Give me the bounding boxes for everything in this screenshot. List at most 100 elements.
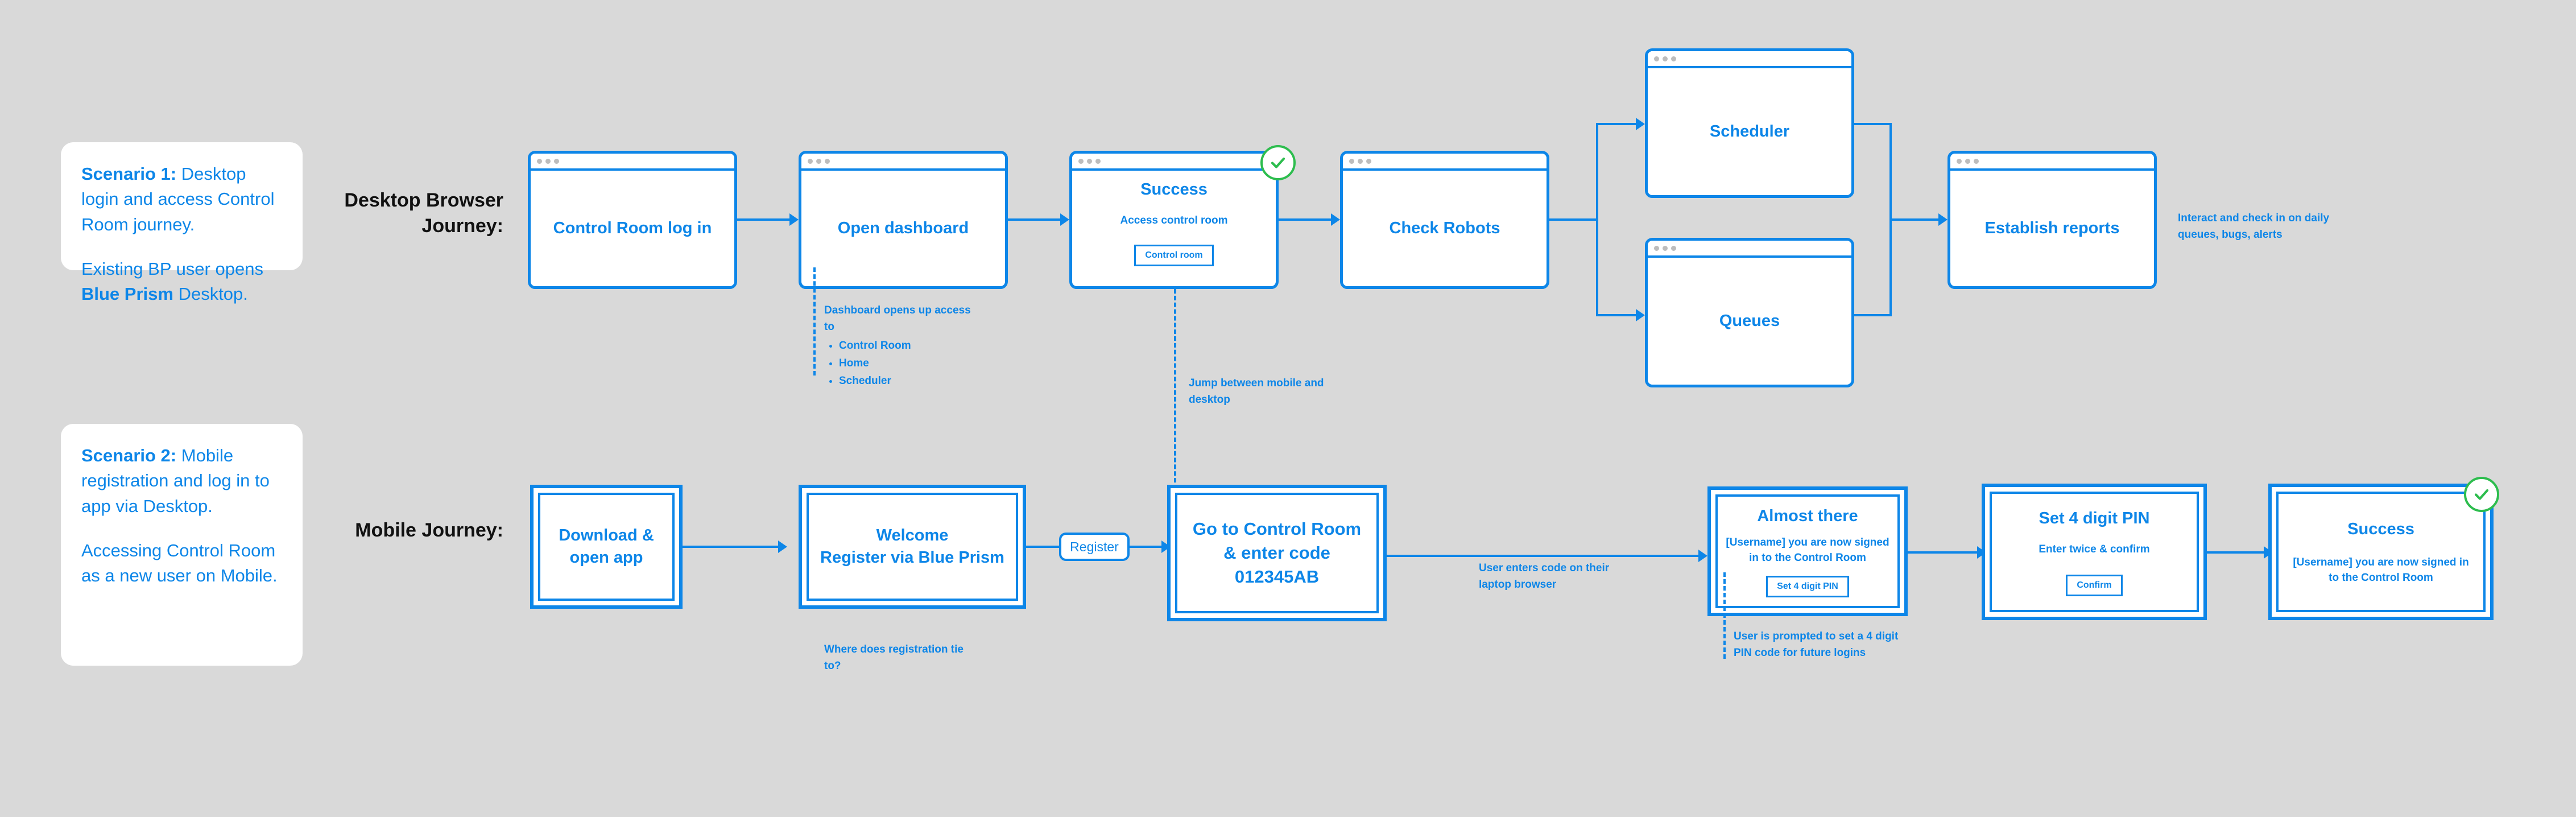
window-dot-icon xyxy=(1965,158,1970,164)
confirm-button[interactable]: Confirm xyxy=(2066,575,2123,597)
branch-spine xyxy=(1596,123,1598,316)
connector-set-pin-to-success xyxy=(2207,551,2264,554)
phone-screen: Set 4 digit PIN Enter twice & confirm Co… xyxy=(1990,492,2199,612)
connector-merge-to-reports xyxy=(1889,218,1938,221)
browser-title-bar xyxy=(1343,154,1547,171)
scenario-1-line2-pre: Existing BP user opens xyxy=(81,258,263,279)
browser-content: Queues xyxy=(1648,258,1851,385)
card-goto-control-room-code[interactable]: Go to Control Room & enter code 012345AB xyxy=(1167,485,1387,621)
scenario-1-line1: Desktop login and access Control Room jo… xyxy=(81,164,275,234)
arrow-head-icon xyxy=(1698,550,1707,562)
browser-content: Open dashboard xyxy=(801,171,1005,286)
note-interact-daily: Interact and check in on daily queues, b… xyxy=(2178,212,2330,241)
callout-line-pin xyxy=(1723,572,1726,659)
connector-success-to-robots xyxy=(1279,218,1331,221)
card-open-dashboard[interactable]: Open dashboard xyxy=(799,151,1008,289)
phone-screen: Welcome Register via Blue Prism xyxy=(807,493,1018,601)
window-dot-icon xyxy=(554,158,559,164)
connector-almost-there-to-set-pin xyxy=(1908,551,1977,554)
card-desktop-success[interactable]: Success Access control room Control room xyxy=(1069,151,1279,289)
card-control-room-login[interactable]: Control Room log in xyxy=(528,151,737,289)
check-icon xyxy=(2474,489,2489,500)
card-set-4-digit-pin[interactable]: Set 4 digit PIN Enter twice & confirm Co… xyxy=(1982,484,2207,620)
card-sub-set-pin: Enter twice & confirm xyxy=(2039,543,2150,556)
window-dot-icon xyxy=(808,158,813,164)
control-room-button[interactable]: Control room xyxy=(1134,245,1214,267)
scenario-card-1: Scenario 1: Desktop login and access Con… xyxy=(61,142,303,304)
window-dot-icon xyxy=(1654,56,1659,61)
connector-welcome-to-register xyxy=(1026,546,1059,548)
window-dot-icon xyxy=(816,158,821,164)
arrow-head-icon xyxy=(1636,118,1645,130)
check-icon xyxy=(1271,157,1285,168)
window-dot-icon xyxy=(1671,245,1676,251)
card-title-desktop-success: Success xyxy=(1140,180,1208,199)
card-title-welcome: Welcome xyxy=(876,526,949,544)
success-check-badge xyxy=(1260,145,1296,180)
card-sub-mobile-success: [Username] you are now signed in to the … xyxy=(2293,556,2469,584)
card-title-queues: Queues xyxy=(1719,311,1780,330)
card-title-open-dashboard: Open dashboard xyxy=(837,218,969,237)
connector-dashboard-to-success xyxy=(1008,218,1060,221)
window-dot-icon xyxy=(1349,158,1354,164)
card-scheduler[interactable]: Scheduler xyxy=(1645,48,1854,198)
branch-to-scheduler xyxy=(1596,123,1636,125)
note-jump-mobile-desktop: Jump between mobile and desktop xyxy=(1189,377,1324,406)
scenario-2-line2: Accessing Control Room as a new user on … xyxy=(81,540,278,586)
note-user-prompted-pin: User is prompted to set a 4 digit PIN co… xyxy=(1734,630,1899,659)
set-4-digit-pin-button[interactable]: Set 4 digit PIN xyxy=(1766,576,1849,598)
scenario-2-text: Scenario 2: Mobile registration and log … xyxy=(81,443,282,519)
card-mobile-success[interactable]: Success [Username] you are now signed in… xyxy=(2268,484,2494,620)
window-dot-icon xyxy=(1358,158,1363,164)
window-dot-icon xyxy=(1087,158,1092,164)
branch-to-queues xyxy=(1596,314,1636,316)
browser-title-bar xyxy=(1950,154,2154,171)
window-dot-icon xyxy=(1663,56,1668,61)
card-queues[interactable]: Queues xyxy=(1645,238,1854,387)
connector-register-to-control-room xyxy=(1130,546,1161,548)
card-sub-desktop-success: Access control room xyxy=(1120,214,1228,227)
arrow-head-icon xyxy=(1331,213,1340,226)
card-title-goto-control-room: Go to Control Room & enter code 012345AB xyxy=(1192,518,1362,587)
card-title-register-via-blue-prism: Register via Blue Prism xyxy=(820,548,1004,567)
connector-control-room-to-almost-there xyxy=(1387,555,1698,557)
note-user-enters-code: User enters code on their laptop browser xyxy=(1479,562,1610,591)
card-title-download-open-app: Download & open app xyxy=(559,526,654,567)
card-title-almost-there: Almost there xyxy=(1757,506,1858,525)
browser-content: Establish reports xyxy=(1950,171,2154,286)
browser-title-bar xyxy=(1072,154,1276,171)
window-dot-icon xyxy=(1654,245,1659,251)
connector-jump-mobile-desktop xyxy=(1174,289,1176,489)
window-dot-icon xyxy=(825,158,830,164)
scenario-1-line2: Existing BP user opens Blue Prism Deskto… xyxy=(81,257,282,307)
browser-content: Check Robots xyxy=(1343,171,1547,286)
card-title-control-room-login: Control Room log in xyxy=(553,218,712,237)
window-dot-icon xyxy=(1663,245,1668,251)
card-welcome-register[interactable]: Welcome Register via Blue Prism xyxy=(799,485,1026,609)
browser-content: Control Room log in xyxy=(531,171,734,286)
card-almost-there[interactable]: Almost there [Username] you are now sign… xyxy=(1707,486,1908,616)
arrow-head-icon xyxy=(1938,213,1947,226)
phone-screen: Go to Control Room & enter code 012345AB xyxy=(1175,493,1379,613)
note-item: Control Room xyxy=(839,338,983,354)
note-dashboard-access-list: Control Room Home Scheduler xyxy=(824,338,983,390)
card-title-scheduler: Scheduler xyxy=(1709,122,1790,141)
window-dot-icon xyxy=(1078,158,1084,164)
window-dot-icon xyxy=(1095,158,1101,164)
browser-title-bar xyxy=(801,154,1005,171)
browser-content: Success Access control room Control room xyxy=(1072,171,1276,286)
register-pill-button[interactable]: Register xyxy=(1059,533,1130,561)
window-dot-icon xyxy=(1366,158,1371,164)
card-sub-almost-there: [Username] you are now signed in to the … xyxy=(1726,537,1889,564)
card-download-open-app[interactable]: Download & open app xyxy=(530,485,683,609)
connector-download-to-welcome xyxy=(683,546,778,548)
window-dot-icon xyxy=(545,158,551,164)
scenario-1-line2-bold: Blue Prism xyxy=(81,284,173,304)
merge-from-scheduler xyxy=(1854,123,1892,125)
card-establish-reports[interactable]: Establish reports xyxy=(1947,151,2157,289)
window-dot-icon xyxy=(1957,158,1962,164)
arrow-head-icon xyxy=(1060,213,1069,226)
callout-line-dashboard xyxy=(813,267,816,376)
card-check-robots[interactable]: Check Robots xyxy=(1340,151,1549,289)
